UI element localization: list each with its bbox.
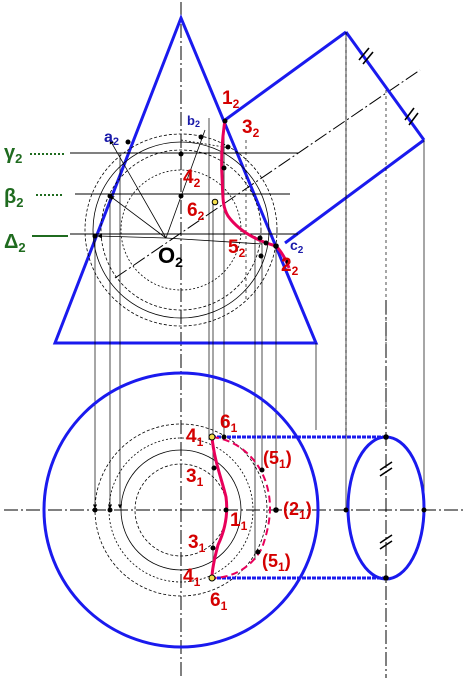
label-c2: c2: [290, 237, 304, 256]
label-o2: O2: [158, 243, 183, 270]
label-6-1-top: 61: [220, 412, 238, 435]
label-4-1-bottom: 41: [183, 566, 201, 589]
label-3-1-bottom: 31: [188, 532, 206, 555]
cutting-planes: [70, 152, 298, 235]
label-a2: a2: [104, 129, 119, 148]
label-5-2: 52: [228, 237, 246, 260]
label-6-1-bottom: 61: [210, 590, 228, 613]
cylinder-ticks-front: [358, 47, 419, 126]
label-1-2: 12: [222, 88, 240, 111]
label-beta: β2: [4, 186, 23, 210]
label-4-1-top: 41: [186, 426, 204, 449]
intersection-curve-plan-hidden: [211, 436, 271, 579]
cylinder-inclined-axis: [114, 69, 421, 279]
plane-leaders: [30, 153, 68, 237]
label-b2: b2: [187, 113, 200, 129]
cone-base-plan: [42, 371, 320, 649]
dashed-projection-lines: [245, 32, 387, 440]
label-5-1-top: (51): [263, 448, 292, 471]
label-1-1: 11: [230, 510, 248, 533]
cylinder-ticks-plan: [379, 461, 393, 550]
label-2-1: (21): [283, 499, 312, 522]
intersection-curve-front: [220, 119, 291, 269]
plan-labels: 41 61 31 11 (51) (21) 31 (51) 41 61: [183, 412, 312, 613]
plan-points: [92, 433, 427, 582]
label-4-2: 42: [183, 167, 201, 190]
label-gamma: γ2: [4, 142, 22, 166]
label-3-2: 32: [242, 117, 260, 140]
label-delta: Δ2: [4, 231, 26, 255]
label-2-2: 22: [281, 255, 299, 278]
label-5-1-bottom: (51): [262, 551, 291, 574]
label-6-2: 62: [187, 200, 205, 223]
cone-front-view: [52, 13, 319, 345]
label-3-1-top: 31: [186, 466, 204, 489]
intersection-curve-plan-visible: [210, 436, 229, 579]
front-labels: γ2 β2 Δ2 a2 b2 c2 O2 12 32 42 62 52 22: [4, 88, 304, 278]
front-points: [92, 118, 291, 265]
